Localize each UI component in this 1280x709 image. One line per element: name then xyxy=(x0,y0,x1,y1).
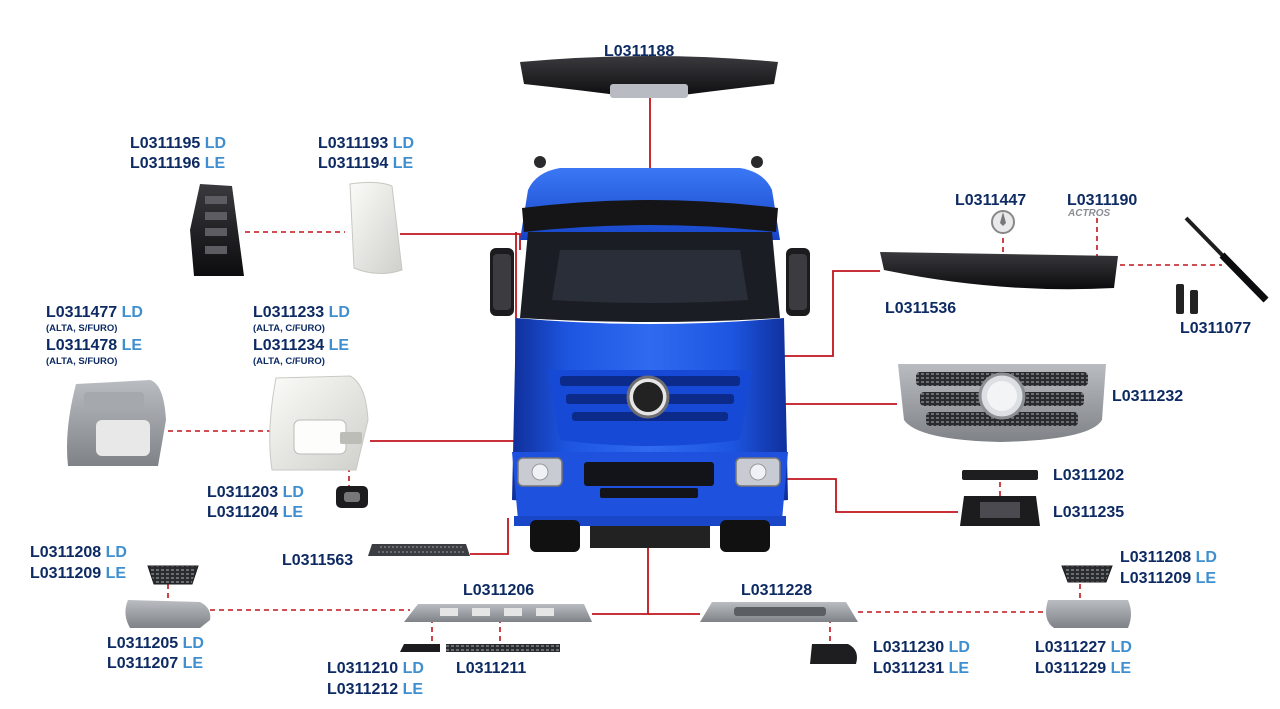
label-corner-upper-l: L0311196 LE xyxy=(130,155,226,172)
label-grid-right-r: L0311208 LD xyxy=(1120,549,1217,566)
part-corner-upper xyxy=(190,184,244,276)
note-bumper-outer-l: (ALTA, S/FURO) xyxy=(46,356,118,367)
leader-deflector xyxy=(400,233,521,250)
part-trim-strip xyxy=(446,644,560,652)
label-front-panel: L0311536 xyxy=(885,300,957,317)
label-spoiler-corner-r: L0311230 LD xyxy=(873,639,970,656)
label-roof-spoiler: L0311188 xyxy=(604,43,675,60)
label-step: L0311563 xyxy=(282,552,354,569)
label-corner-upper-r: L0311195 LD xyxy=(130,135,227,152)
label-emblem: L0311447 xyxy=(955,192,1027,209)
label-gas-spring: L0311077 xyxy=(1180,320,1252,337)
label-bumper-outer-r: L0311477 LD xyxy=(46,304,143,321)
part-end-cap-left xyxy=(125,600,211,628)
leader-lines-dashed xyxy=(167,218,1222,642)
leader-step xyxy=(470,518,509,555)
label-plate-cover: L0311202 xyxy=(1053,467,1125,484)
label-trim-strip: L0311211 xyxy=(456,660,527,677)
part-grid-right xyxy=(1061,565,1113,583)
label-grid-right-l: L0311209 LE xyxy=(1120,570,1217,587)
label-bumper-inner-r: L0311233 LD xyxy=(253,304,350,321)
part-front-panel: ACTROS xyxy=(880,208,1118,290)
label-grid-left-l: L0311209 LE xyxy=(30,565,127,582)
part-roof-spoiler xyxy=(520,56,778,98)
label-bumper-inner-l: L0311234 LE xyxy=(253,337,350,354)
truck xyxy=(490,156,810,552)
part-gas-spring xyxy=(1176,216,1269,314)
label-deflector-r: L0311193 LD xyxy=(318,135,415,152)
label-end-cap-right-l: L0311229 LE xyxy=(1035,660,1132,677)
label-trim-small-r: L0311210 LD xyxy=(327,660,424,677)
label-fog-frame-r: L0311203 LD xyxy=(207,484,304,501)
label-end-cap-right-r: L0311227 LD xyxy=(1035,639,1132,656)
label-bumper-outer-l: L0311478 LE xyxy=(46,337,143,354)
part-spoiler-corner xyxy=(810,644,857,664)
part-fog-frame xyxy=(336,486,368,508)
part-grid-left xyxy=(147,565,199,585)
part-plate-holder xyxy=(960,496,1040,526)
label-lower-bumper-right: L0311228 xyxy=(741,582,813,599)
label-plate-holder: L0311235 xyxy=(1053,504,1125,521)
part-plate-cover xyxy=(962,470,1038,480)
part-bumper-outer xyxy=(67,380,166,466)
part-lower-bumper-right xyxy=(700,602,858,622)
note-bumper-inner-r: (ALTA, C/FURO) xyxy=(253,323,325,334)
part-grille xyxy=(898,364,1106,442)
label-grille: L0311232 xyxy=(1112,388,1184,405)
note-bumper-inner-l: (ALTA, C/FURO) xyxy=(253,356,325,367)
part-deflector xyxy=(349,181,403,274)
part-trim-small xyxy=(400,644,440,652)
label-spoiler-corner-l: L0311231 LE xyxy=(873,660,970,677)
label-end-cap-left-r: L0311205 LD xyxy=(107,635,204,652)
label-lower-bumper-left: L0311206 xyxy=(463,582,535,599)
part-end-cap-right xyxy=(1046,600,1131,628)
label-actros-badge: L0311190 xyxy=(1067,192,1138,209)
note-bumper-outer-r: (ALTA, S/FURO) xyxy=(46,323,118,334)
actros-badge-text: ACTROS xyxy=(1067,208,1111,219)
part-step xyxy=(368,544,470,556)
label-deflector-l: L0311194 LE xyxy=(318,155,414,172)
label-trim-small-l: L0311212 LE xyxy=(327,681,424,698)
part-bumper-inner xyxy=(269,375,369,471)
label-grid-left-r: L0311208 LD xyxy=(30,544,127,561)
label-fog-frame-l: L0311204 LE xyxy=(207,504,304,521)
label-end-cap-left-l: L0311207 LE xyxy=(107,655,204,672)
part-lower-bumper-left xyxy=(404,604,592,622)
